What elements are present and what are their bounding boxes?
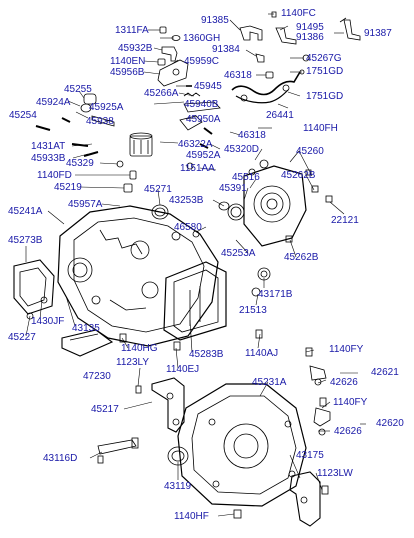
part-label-1140HF[interactable]: 1140HF: [174, 511, 209, 522]
part-label-1140EN[interactable]: 1140EN: [110, 56, 146, 67]
part-label-45329[interactable]: 45329: [66, 158, 94, 169]
part-label-45957A[interactable]: 45957A: [68, 199, 103, 210]
part-label-43171B[interactable]: 43171B: [258, 289, 293, 300]
part-label-43253B[interactable]: 43253B: [169, 195, 204, 206]
top-small-parts: [157, 11, 361, 104]
part-label-1430JF[interactable]: 1430JF: [31, 316, 65, 327]
part-label-45940B[interactable]: 45940B: [184, 99, 219, 110]
part-label-1140AJ[interactable]: 1140AJ: [245, 348, 279, 359]
part-label-45254[interactable]: 45254: [9, 110, 37, 121]
rear-cover-assembly: [192, 159, 333, 247]
part-label-91387[interactable]: 91387: [364, 28, 392, 39]
part-label-45945[interactable]: 45945: [194, 81, 222, 92]
middle-right-parts: [251, 267, 331, 436]
part-label-91495[interactable]: 91495: [296, 22, 324, 33]
part-label-46322A[interactable]: 46322A: [178, 139, 213, 150]
part-label-42626-lower[interactable]: 42626: [334, 426, 362, 437]
part-label-46580[interactable]: 46580: [174, 222, 202, 233]
part-label-46318-top[interactable]: 46318: [224, 70, 252, 81]
oil-pan: [163, 261, 227, 341]
part-label-45241A[interactable]: 45241A: [8, 206, 43, 217]
lower-left-parts: [61, 329, 189, 466]
part-label-45262B-lower[interactable]: 45262B: [284, 252, 319, 263]
left-upper-parts: [35, 92, 221, 220]
part-label-45932B[interactable]: 45932B: [118, 43, 153, 54]
part-label-45933B[interactable]: 45933B: [31, 153, 66, 164]
part-label-45320D[interactable]: 45320D: [224, 144, 260, 155]
part-label-45956B[interactable]: 45956B: [110, 67, 145, 78]
part-label-45227[interactable]: 45227: [8, 332, 36, 343]
part-label-45938[interactable]: 45938: [86, 116, 114, 127]
part-label-45271[interactable]: 45271: [144, 184, 172, 195]
part-label-1751GD-lower[interactable]: 1751GD: [306, 91, 344, 102]
part-label-1140FY-lower[interactable]: 1140FY: [333, 397, 368, 408]
part-label-46318-mid[interactable]: 46318: [238, 130, 266, 141]
part-label-42620[interactable]: 42620: [376, 418, 404, 429]
part-label-22121[interactable]: 22121: [331, 215, 359, 226]
part-label-1140EJ[interactable]: 1140EJ: [166, 364, 200, 375]
part-label-42621[interactable]: 42621: [371, 367, 399, 378]
part-label-45231A[interactable]: 45231A: [252, 377, 287, 388]
part-label-1751GD-upper[interactable]: 1751GD: [306, 66, 344, 77]
side-cover-plate: [13, 259, 55, 320]
part-label-1151AA[interactable]: 1151AA: [180, 163, 215, 174]
part-label-26441[interactable]: 26441: [266, 110, 294, 121]
part-label-91386[interactable]: 91386: [296, 32, 324, 43]
part-label-91385[interactable]: 91385: [201, 15, 229, 26]
part-label-1140HG[interactable]: 1140HG: [121, 343, 158, 354]
part-label-47230[interactable]: 47230: [83, 371, 111, 382]
part-label-1140FY-upper[interactable]: 1140FY: [329, 344, 364, 355]
part-label-45217[interactable]: 45217: [91, 404, 119, 415]
part-label-43135[interactable]: 43135: [72, 323, 100, 334]
part-label-45959C[interactable]: 45959C: [184, 56, 220, 67]
part-label-1123LW[interactable]: 1123LW: [317, 468, 353, 479]
part-label-45391[interactable]: 45391: [219, 183, 247, 194]
part-label-43119[interactable]: 43119: [164, 481, 192, 492]
part-label-1140FC[interactable]: 1140FC: [281, 8, 316, 19]
part-label-45262B-upper[interactable]: 45262B: [281, 170, 316, 181]
part-label-45253A[interactable]: 45253A: [221, 248, 256, 259]
part-label-45255[interactable]: 45255: [64, 84, 92, 95]
part-label-45219[interactable]: 45219: [54, 182, 82, 193]
part-label-1123LY[interactable]: 1123LY: [116, 357, 149, 368]
part-label-45273B[interactable]: 45273B: [8, 235, 43, 246]
part-label-1140FH[interactable]: 1140FH: [303, 123, 338, 134]
part-label-45952A[interactable]: 45952A: [186, 150, 221, 161]
part-label-45516[interactable]: 45516: [232, 172, 260, 183]
part-label-45283B[interactable]: 45283B: [189, 349, 224, 360]
converter-housing: [177, 383, 307, 507]
part-label-45267G[interactable]: 45267G: [306, 53, 342, 64]
mount-bracket: [233, 471, 329, 527]
part-label-91384[interactable]: 91384: [212, 44, 240, 55]
part-label-45266A[interactable]: 45266A: [144, 88, 179, 99]
transaxle-case: [57, 205, 219, 347]
part-label-43175[interactable]: 43175: [296, 450, 324, 461]
part-label-1431AT[interactable]: 1431AT: [31, 141, 66, 152]
part-label-45260[interactable]: 45260: [296, 146, 324, 157]
part-label-1311FA[interactable]: 1311FA: [115, 25, 149, 36]
part-label-45950A[interactable]: 45950A: [186, 114, 221, 125]
part-label-45924A[interactable]: 45924A: [36, 97, 71, 108]
part-label-43116D[interactable]: 43116D: [43, 453, 78, 464]
part-label-1140FD[interactable]: 1140FD: [37, 170, 72, 181]
part-label-1360GH[interactable]: 1360GH: [183, 33, 221, 44]
part-label-21513[interactable]: 21513: [239, 305, 267, 316]
part-label-45925A[interactable]: 45925A: [89, 102, 124, 113]
part-label-42626-upper[interactable]: 42626: [330, 377, 358, 388]
